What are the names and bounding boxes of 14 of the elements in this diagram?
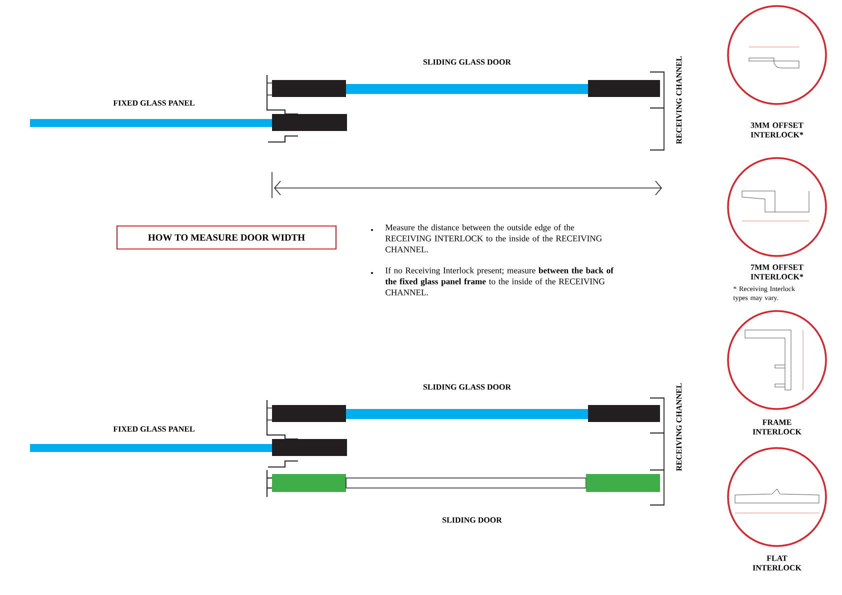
part-label: FIXED GLASS PANEL [113, 100, 194, 106]
circle-caption: FLAT INTERLOCK [752, 556, 802, 570]
circle-caption: 7MM OFFSET INTERLOCK* [750, 264, 804, 280]
circle-caption: 3MM OFFSET INTERLOCK* [750, 122, 804, 138]
part-label: RECEIVING CHANNEL [676, 383, 682, 471]
part-label: FIXED GLASS PANEL [113, 426, 194, 432]
bullet-text: If no Receiving Interlock present; measure between the back of the fixed glass panel frame to the inside of the RECEIVING CHANNEL. [371, 267, 614, 296]
bullet-text: Measure the distance between the outside edge of the RECEIVING INTERLOCK to the inside of the RECEIVING CHANNEL. [371, 224, 602, 252]
part-label: RECEIVING CHANNEL [676, 56, 682, 144]
title-box: HOW TO MEASURE DOOR WIDTH [116, 225, 337, 250]
part-label: SLIDING GLASS DOOR [423, 59, 512, 65]
part-label: SLIDING GLASS DOOR [423, 384, 512, 390]
part-label: SLIDING DOOR [442, 517, 502, 523]
circle-caption: FRAME INTERLOCK [752, 420, 802, 434]
